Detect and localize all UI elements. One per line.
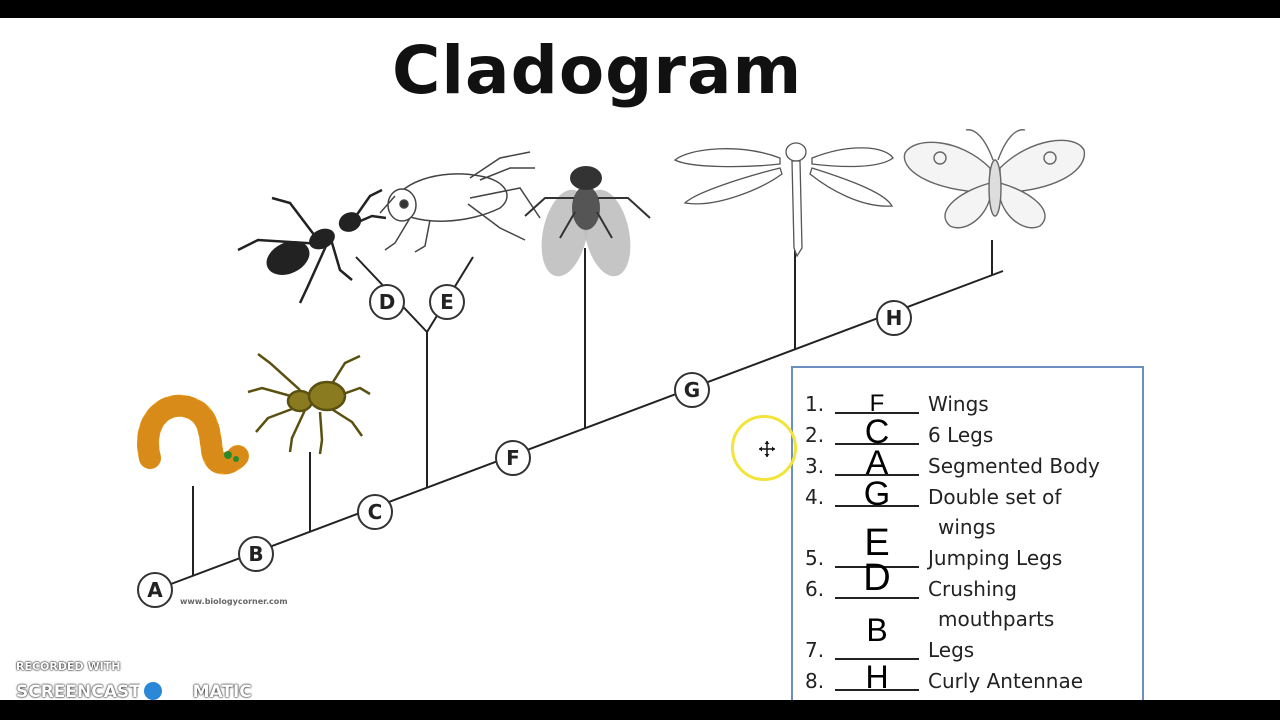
key-row-2: 2. C 6 Legs	[793, 415, 1142, 449]
node-C: C	[357, 494, 393, 530]
key-trait-continued: mouthparts	[938, 607, 1055, 631]
key-answer: G	[863, 475, 891, 513]
answer-blank	[835, 443, 919, 445]
watermark-matic: MATIC	[192, 682, 252, 700]
answer-blank	[835, 689, 919, 691]
answer-blank	[835, 474, 919, 476]
key-answer: E	[864, 522, 890, 564]
key-number: 2.	[805, 423, 825, 447]
key-row-7: 7. B Legs	[793, 614, 1142, 664]
key-row-6: 6. D Crushing mouthparts	[793, 559, 1142, 635]
node-F: F	[495, 440, 531, 476]
cursor-highlight-ring	[731, 415, 797, 481]
watermark-line2: SCREENCAST MATIC	[16, 682, 252, 700]
key-row-8: 8. H Curly Antennae	[793, 661, 1142, 695]
key-row-3: 3. A Segmented Body	[793, 446, 1142, 480]
key-trait: Crushing	[928, 577, 1017, 601]
answer-blank	[835, 658, 919, 660]
caterpillar-icon	[137, 394, 249, 475]
answer-key-box: 1. F Wings 2. C 6 Legs 3. A Segmented Bo…	[791, 366, 1144, 700]
svg-text:A: A	[147, 578, 163, 602]
main-lineage-line	[154, 270, 1004, 591]
dragonfly-icon	[673, 142, 894, 258]
fly-icon	[524, 166, 651, 277]
key-number: 5.	[805, 546, 825, 570]
key-trait: 6 Legs	[928, 423, 994, 447]
svg-text:G: G	[684, 378, 700, 402]
key-number: 4.	[805, 485, 825, 509]
key-trait: Jumping Legs	[928, 546, 1063, 570]
key-number: 7.	[805, 638, 825, 662]
slide: Cladogram A B C D E	[0, 18, 1280, 700]
node-H: H	[876, 300, 912, 336]
node-E: E	[429, 284, 465, 320]
node-B: B	[238, 536, 274, 572]
move-cursor-icon	[759, 441, 775, 457]
watermark-line1: RECORDED WITH	[16, 660, 121, 673]
answer-blank	[835, 597, 919, 599]
key-answer: C	[864, 413, 890, 451]
answer-blank	[835, 412, 919, 414]
spider-icon	[247, 353, 371, 455]
key-trait: Segmented Body	[928, 454, 1100, 478]
key-row-4: 4. G Double set of wings	[793, 477, 1142, 543]
key-number: 1.	[805, 392, 825, 416]
answer-blank	[835, 566, 919, 568]
key-trait: Wings	[928, 392, 989, 416]
cladogram-diagram: A B C D E F G H	[137, 129, 1086, 608]
watermark-screencast: SCREENCAST	[16, 682, 141, 700]
website-credit: www.biologycorner.com	[180, 597, 288, 606]
key-number: 8.	[805, 669, 825, 693]
key-trait: Legs	[928, 638, 975, 662]
svg-text:C: C	[368, 500, 383, 524]
svg-text:F: F	[506, 446, 520, 470]
cricket-icon	[379, 151, 541, 253]
key-trait: Double set of	[928, 485, 1062, 509]
svg-text:D: D	[379, 290, 396, 314]
slide-title: Cladogram	[392, 32, 803, 109]
key-row-5: 5. E Jumping Legs	[793, 524, 1142, 572]
key-answer: H	[865, 659, 889, 695]
ant-icon	[237, 188, 387, 304]
key-answer: F	[869, 390, 885, 417]
node-G: G	[674, 372, 710, 408]
svg-text:B: B	[248, 542, 263, 566]
key-number: 3.	[805, 454, 825, 478]
svg-text:H: H	[886, 306, 903, 330]
key-answer: A	[865, 444, 889, 482]
key-trait-continued: wings	[938, 515, 996, 539]
svg-text:E: E	[440, 290, 454, 314]
screencast-logo-icon	[138, 676, 168, 700]
key-answer: B	[866, 612, 888, 648]
screencast-watermark: RECORDED WITH SCREENCAST MATIC	[16, 660, 252, 700]
key-number: 6.	[805, 577, 825, 601]
key-answer: D	[863, 557, 891, 599]
key-trait: Curly Antennae	[928, 669, 1084, 693]
answer-blank	[835, 505, 919, 507]
node-A: A	[137, 572, 173, 608]
butterfly-icon	[903, 129, 1086, 229]
key-row-1: 1. F Wings	[793, 388, 1142, 418]
node-D: D	[369, 284, 405, 320]
